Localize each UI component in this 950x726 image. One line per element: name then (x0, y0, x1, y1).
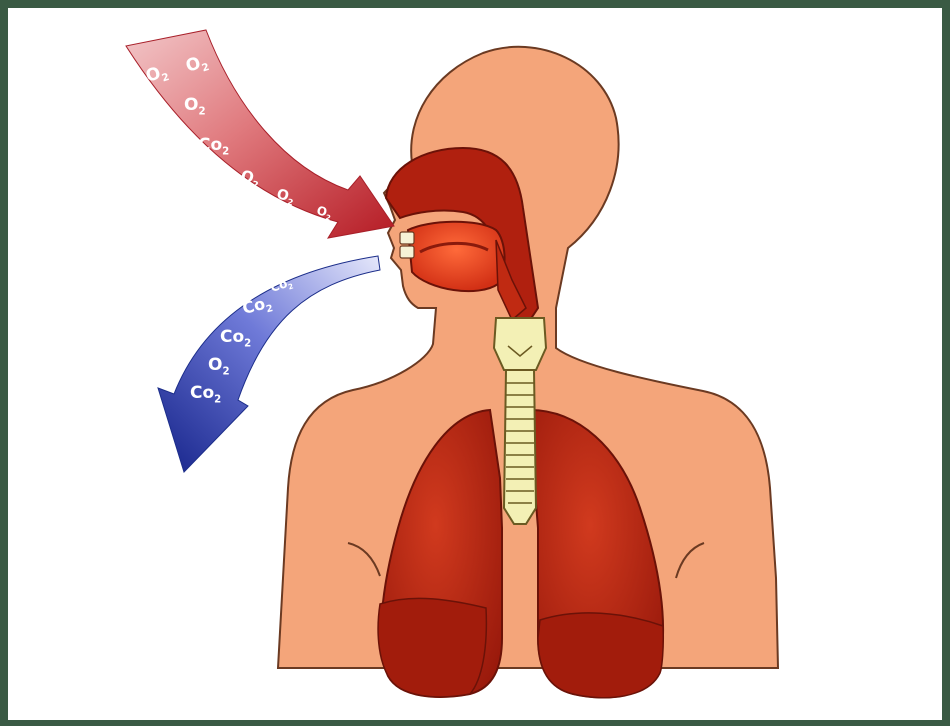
upper-teeth (400, 232, 414, 244)
larynx (494, 318, 546, 370)
trachea (504, 370, 536, 524)
right-lung-lower-lobe (538, 613, 663, 698)
lower-teeth (400, 246, 414, 258)
oral-cavity (408, 222, 505, 291)
inhale-arrow (126, 30, 394, 238)
left-lung-lower-lobe (378, 598, 486, 697)
respiratory-system-diagram: O2 O2 O2 Co2 O2 O2 O2 Co2 Co2 Co2 O2 Co2 (8, 8, 942, 720)
diagram-frame: O2 O2 O2 Co2 O2 O2 O2 Co2 Co2 Co2 O2 Co2 (8, 8, 942, 720)
